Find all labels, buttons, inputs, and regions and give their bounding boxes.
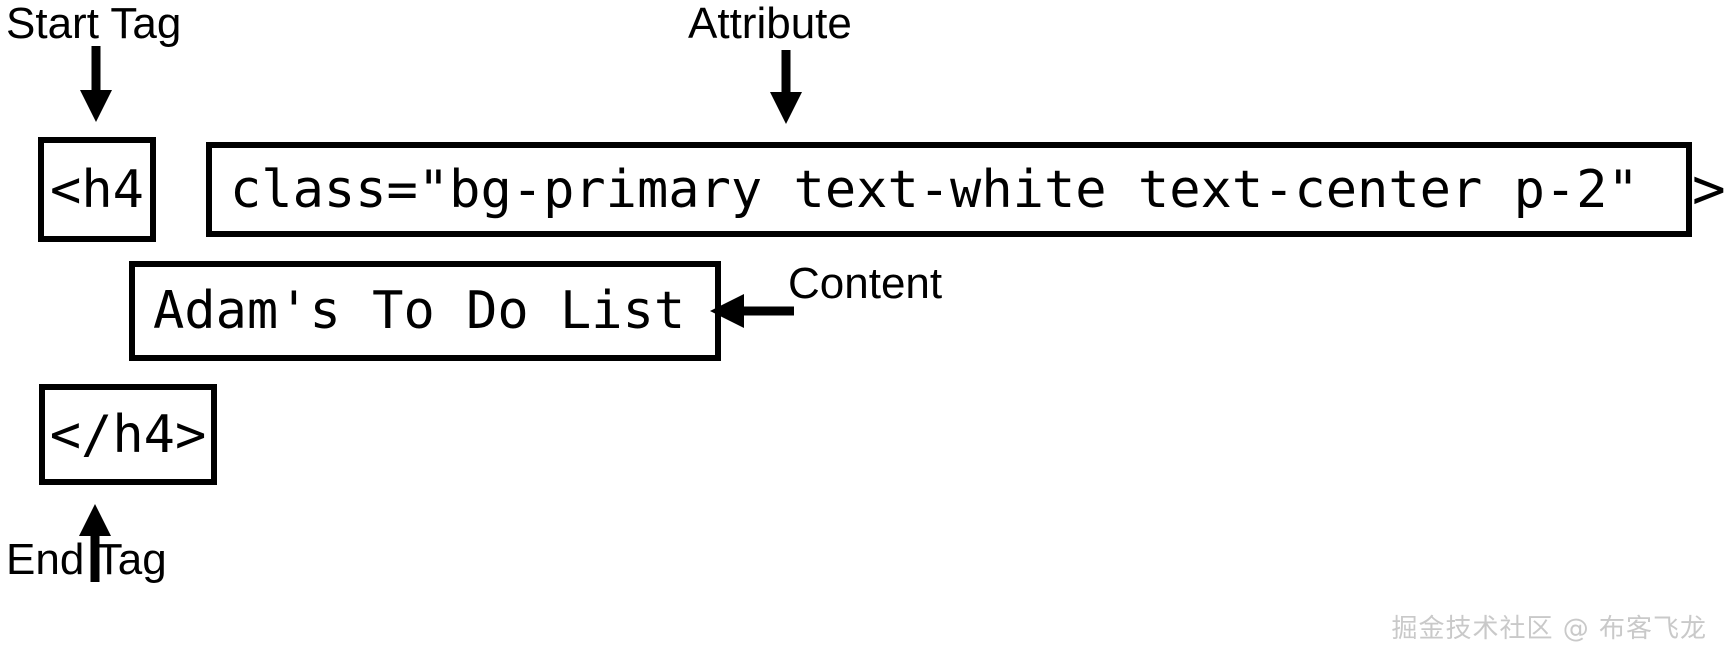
label-attribute: Attribute bbox=[688, 0, 852, 48]
end-tag-box: </h4> bbox=[39, 384, 217, 485]
attribute-box: class="bg-primary text-white text-center… bbox=[206, 142, 1692, 237]
start-tag-box: <h4 bbox=[38, 137, 156, 242]
label-start-tag: Start Tag bbox=[6, 0, 182, 48]
start-tag-arrow-icon bbox=[80, 46, 112, 122]
end-tag-arrow-icon bbox=[79, 504, 111, 582]
content-arrow-icon bbox=[710, 294, 794, 328]
watermark: 掘金技术社区 @ 布客飞龙 bbox=[1391, 614, 1707, 644]
label-end-tag: End Tag bbox=[6, 535, 167, 584]
closing-angle-bracket: > bbox=[1692, 157, 1725, 222]
label-content: Content bbox=[788, 259, 943, 308]
attribute-arrow-icon bbox=[770, 50, 802, 124]
content-box: Adam's To Do List bbox=[129, 261, 721, 361]
